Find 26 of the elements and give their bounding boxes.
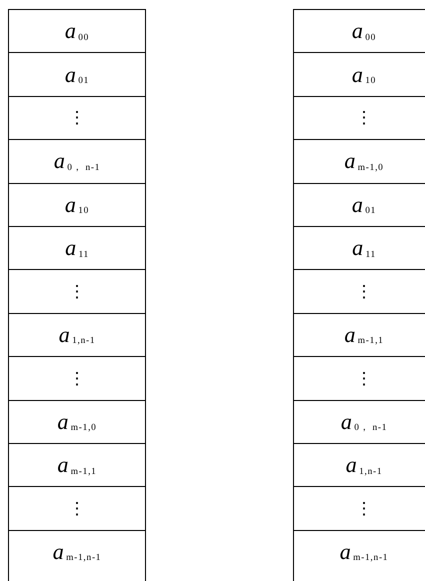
element-label: ⋮ — [68, 281, 86, 302]
element-label: a$_{10}$ — [352, 62, 376, 88]
element-label: ⋮ — [356, 281, 372, 302]
element-label: ⋮ — [356, 368, 372, 389]
element-label: a$_{11}$ — [65, 235, 89, 262]
element-label: a$_{m-1,0}$ — [344, 148, 384, 174]
element-label: ⋮ — [356, 498, 372, 520]
element-label: a$_{10}$ — [64, 192, 90, 218]
element-label: a$_{01}$ — [64, 62, 90, 88]
element-label: ⋮ — [68, 368, 86, 389]
element-label: a$_{1,n-1}$ — [346, 452, 382, 478]
element-label: ⋮ — [68, 498, 86, 520]
element-label: ⋮ — [68, 107, 86, 128]
element-label: a$_{1,n-1}$ — [58, 322, 96, 348]
element-label: a$_{m-1,0}$ — [57, 408, 97, 435]
element-label: a$_{m-1,n-1}$ — [340, 538, 388, 565]
element-label: a$_{m-1,n-1}$ — [52, 538, 102, 565]
element-label: a$_{m-1,1}$ — [344, 322, 384, 348]
element-label: a$_{0， n-1}$ — [54, 148, 100, 174]
element-label: a$_{01}$ — [352, 192, 376, 218]
element-label: ⋮ — [356, 107, 372, 128]
element-label: a$_{m-1,1}$ — [57, 452, 97, 478]
element-label: a$_{0， n-1}$ — [340, 408, 388, 435]
element-label: a$_{11}$ — [352, 235, 376, 262]
element-label: a$_{00}$ — [352, 18, 376, 44]
element-label: a$_{00}$ — [64, 18, 90, 44]
